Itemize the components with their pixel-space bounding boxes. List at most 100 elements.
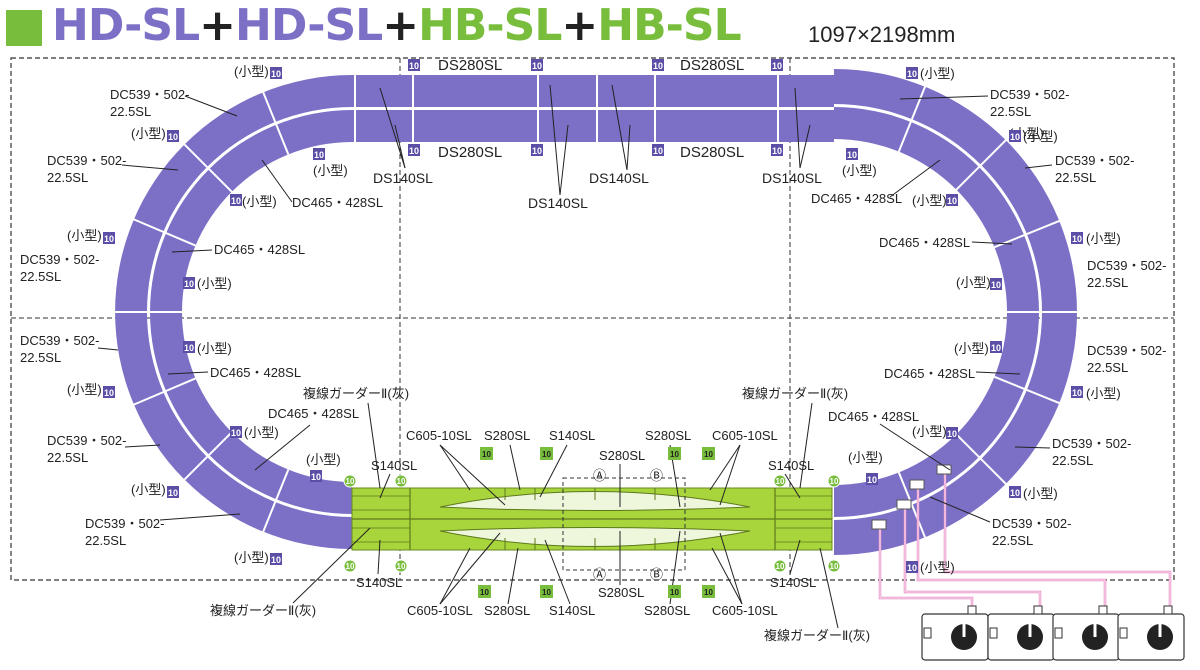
green-count-badge xyxy=(827,559,841,573)
dc465-label: DC465・428SL xyxy=(811,191,902,206)
girder-label: 複線ガーダーⅡ(灰) xyxy=(210,603,316,618)
leader-line xyxy=(929,496,991,523)
leader-line xyxy=(367,402,381,489)
s280-label: S280SL xyxy=(484,428,530,443)
controller-connector xyxy=(1033,605,1043,615)
count-badge xyxy=(270,553,282,565)
small-radius-label: (小型) xyxy=(242,194,277,209)
leader-line xyxy=(184,95,238,117)
leader-line xyxy=(559,124,569,196)
count-badge-text: 10 xyxy=(168,132,178,142)
s140-label: S140SL xyxy=(549,603,595,618)
dc539-label-line2: 22.5SL xyxy=(110,104,151,119)
dc539-label-line2: 22.5SL xyxy=(1052,453,1093,468)
green-count-badge xyxy=(773,559,787,573)
green-square-badge xyxy=(702,447,715,460)
leader-line xyxy=(439,547,471,605)
green-count-badge-text: 10 xyxy=(346,562,355,571)
girder-label: 複線ガーダーⅡ(灰) xyxy=(764,628,870,643)
count-badge xyxy=(230,426,242,438)
leader-line xyxy=(549,84,561,196)
count-badge xyxy=(946,194,958,206)
dc539-label-line2: 22.5SL xyxy=(992,533,1033,548)
count-badge-text: 10 xyxy=(311,472,321,482)
ds140-label: DS140SL xyxy=(762,170,822,186)
count-badge xyxy=(652,59,664,71)
leader-line xyxy=(799,402,813,489)
controller-switch xyxy=(989,627,998,639)
count-badge-text: 10 xyxy=(907,563,917,573)
leader-line xyxy=(507,547,519,605)
green-count-badge-text: 10 xyxy=(830,562,839,571)
green-count-badge-text: 10 xyxy=(346,477,355,486)
ds140-label: DS140SL xyxy=(589,170,649,186)
green-count-badge-text: 10 xyxy=(776,477,785,486)
leader-line xyxy=(539,444,568,498)
count-badge xyxy=(866,473,878,485)
green-square-badge xyxy=(540,447,553,460)
count-badge xyxy=(167,130,179,142)
count-badge-text: 10 xyxy=(104,234,114,244)
leader-line xyxy=(124,444,161,448)
dc539-label-line2: 22.5SL xyxy=(47,170,88,185)
leader-line xyxy=(611,84,628,171)
curve-joint-right xyxy=(994,219,1061,249)
leader-line xyxy=(394,124,406,169)
leader-line xyxy=(719,532,743,605)
small-radius-label: (小型) xyxy=(234,550,269,565)
dc539-label-line2: 22.5SL xyxy=(47,450,88,465)
green-square-badge xyxy=(668,447,681,460)
leader-line xyxy=(719,444,741,506)
section-b-marker: Ⓑ xyxy=(650,468,663,483)
controller-connector xyxy=(1098,605,1108,615)
count-badge xyxy=(310,470,322,482)
feeder-clip xyxy=(896,499,912,510)
count-badge-text: 10 xyxy=(653,146,663,156)
green-count-badge xyxy=(394,559,408,573)
count-badge xyxy=(906,561,918,573)
dc539-label: DC539・502- xyxy=(20,252,100,267)
feeder-wire-core xyxy=(917,485,1106,608)
leader-line xyxy=(899,95,989,100)
small-radius-label: (小型) xyxy=(954,341,989,356)
ds280-label: DS280SL xyxy=(438,144,502,161)
curve-joint-right xyxy=(897,472,927,539)
small-radius-label: (小型) xyxy=(1023,486,1058,501)
count-badge xyxy=(183,341,195,353)
leader-line xyxy=(709,444,741,491)
dc465-label: DC465・428SL xyxy=(268,406,359,421)
ds140-label: DS140SL xyxy=(373,170,433,186)
section-a-marker: Ⓐ xyxy=(593,567,606,582)
small-radius-label: (小型) xyxy=(848,450,883,465)
count-badge-text: 10 xyxy=(532,61,542,71)
controller-switch xyxy=(1054,627,1063,639)
count-badge xyxy=(1009,130,1021,142)
leader-line xyxy=(292,527,371,604)
s140-label: S140SL xyxy=(770,575,816,590)
page-title: HD-SL+HD-SL+HB-SL+HB-SL xyxy=(52,0,742,51)
green-count-badge xyxy=(773,474,787,488)
count-badge-text: 10 xyxy=(184,343,194,353)
controller-connector xyxy=(967,605,977,615)
small-radius-label: (小型) xyxy=(197,276,232,291)
small-radius-label: (小型) xyxy=(197,341,232,356)
small-radius-label: (小型) xyxy=(1086,231,1121,246)
leader-line xyxy=(626,124,631,171)
green-count-badge xyxy=(394,474,408,488)
small-radius-label: (小型) xyxy=(912,424,947,439)
dc539-label-line2: 22.5SL xyxy=(1055,170,1096,185)
small-radius-label: (小型) xyxy=(912,193,947,208)
inner-straight-top xyxy=(352,110,834,142)
green-square-badge-text: 10 xyxy=(542,450,551,459)
curve-joint-right xyxy=(955,433,1008,486)
s140-label: S140SL xyxy=(371,458,417,473)
count-badge xyxy=(408,59,420,71)
count-badge-text: 10 xyxy=(184,279,194,289)
curve-joint-left xyxy=(261,469,290,534)
dc539-label-line2: 22.5SL xyxy=(990,104,1031,119)
green-square-badge xyxy=(702,585,715,598)
green-square-badge-text: 10 xyxy=(482,450,491,459)
leader-line xyxy=(975,371,1021,375)
title-square-icon xyxy=(6,10,42,46)
outer-curve-left xyxy=(115,75,352,549)
